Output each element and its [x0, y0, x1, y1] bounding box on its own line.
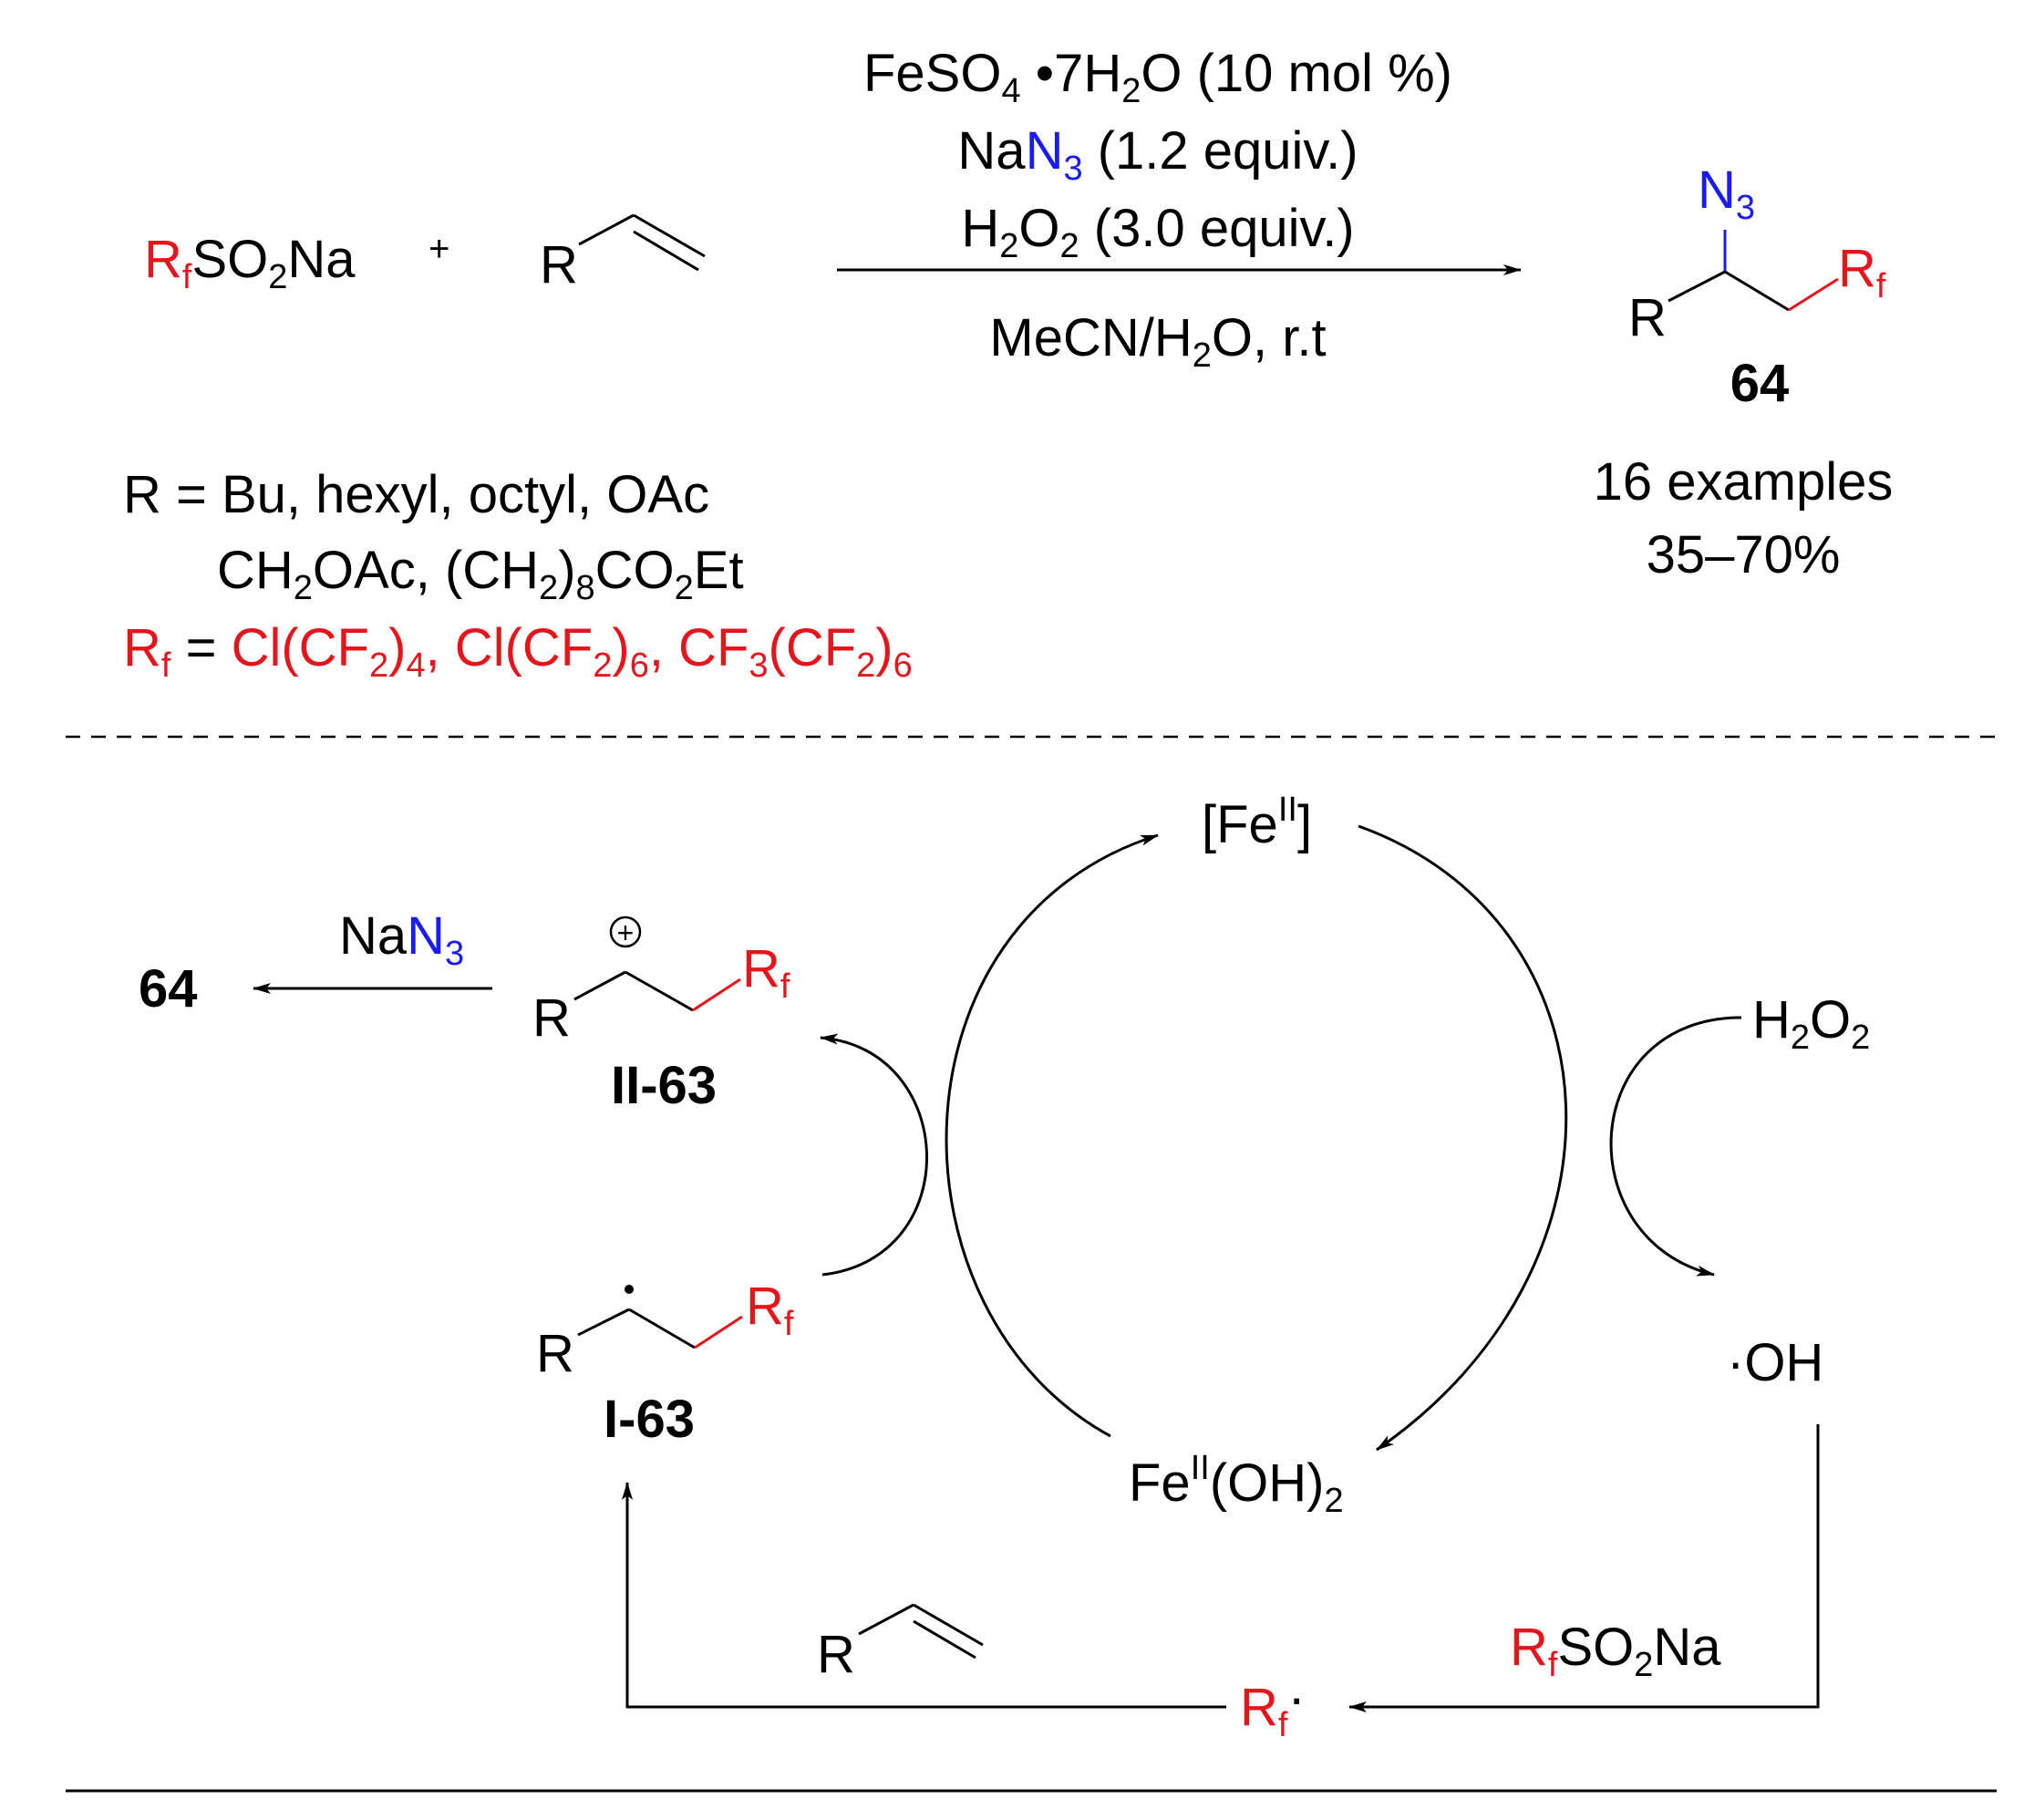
plus-sign: +	[429, 229, 449, 269]
examples-count: 16 examples	[1594, 452, 1894, 512]
cation-charge-circle	[609, 915, 642, 948]
top-reaction: RfSO2Na + R FeSO4 •7H2O (10 mol %) NaN3 …	[123, 44, 1893, 685]
hydroxyl-radical: ·OH	[1727, 1333, 1823, 1392]
rf-to-i63-arrow	[622, 1482, 1226, 1709]
svg-text:Rf: Rf	[1838, 239, 1886, 305]
intermediate-ii-label: II-63	[611, 1056, 717, 1115]
final-product-64: 64	[139, 959, 198, 1019]
solvent-line: MeCN/H2O, r.t	[989, 308, 1326, 375]
svg-text:N3: N3	[1698, 160, 1755, 227]
catalyst-line: FeSO4 •7H2O (10 mol %)	[863, 44, 1452, 110]
mechanism: [FeII] FeII(OH)2 H2O2 ·OH RfSO2Na Rf· R	[139, 791, 1870, 1744]
reaction-conditions: FeSO4 •7H2O (10 mol %) NaN3 (1.2 equiv.)…	[837, 44, 1522, 375]
product-64-structure: N3 R Rf 64	[1628, 160, 1886, 413]
fe-ii-species: [FeII]	[1202, 791, 1312, 854]
svg-text:R: R	[536, 1324, 574, 1383]
oxidant-line: H2O2 (3.0 equiv.)	[961, 199, 1354, 265]
svg-text:CH2OAc, (CH2)8CO2Et: CH2OAc, (CH2)8CO2Et	[217, 541, 744, 607]
oxidation-curved-arrow	[820, 1033, 928, 1277]
substrate-scope: R = Bu, hexyl, octyl, OAc CH2OAc, (CH2)8…	[123, 465, 913, 685]
svg-text:R: R	[817, 1625, 855, 1684]
product-label: 64	[1730, 354, 1790, 413]
rfso2na-mech: RfSO2Na	[1510, 1618, 1721, 1684]
fe-ii-hydroxide-species: FeII(OH)2	[1129, 1449, 1344, 1520]
alkene-structure: R	[540, 213, 706, 295]
intermediate-i-label: I-63	[604, 1390, 695, 1449]
svg-text:R: R	[540, 235, 578, 295]
oh-to-rf-arrow	[1348, 1424, 1820, 1712]
svg-text:Rf = Cl(CF2)4, Cl(CF2)6, CF3(C: Rf = Cl(CF2)4, Cl(CF2)6, CF3(CF2)6	[123, 618, 913, 685]
yield-range: 35–70%	[1647, 525, 1841, 584]
rf-radical: Rf·	[1240, 1669, 1306, 1744]
svg-text:R = Bu, hexyl, octyl, OAc: R = Bu, hexyl, octyl, OAc	[123, 465, 709, 524]
cycle-arc-oxidation	[1358, 824, 1568, 1452]
azide-line: NaN3 (1.2 equiv.)	[957, 121, 1358, 188]
cycle-arc-regeneration	[945, 833, 1159, 1438]
svg-text:+: +	[617, 916, 635, 949]
svg-text:R: R	[1628, 288, 1667, 347]
h2o2-curved-arrow	[1609, 1016, 1742, 1277]
svg-text:Rf: Rf	[742, 939, 790, 1006]
svg-text:Rf: Rf	[746, 1277, 794, 1343]
h2o2-reagent: H2O2	[1752, 990, 1870, 1057]
alkene-mech: R	[817, 1603, 984, 1684]
radical-dot	[625, 1285, 634, 1294]
svg-text:R: R	[532, 988, 571, 1048]
reagent-rfso2na: RfSO2Na	[144, 230, 356, 296]
nan3-mech: NaN3	[339, 906, 464, 973]
intermediate-i-63: R Rf I-63	[536, 1277, 794, 1449]
intermediate-ii-63: + R Rf II-63	[532, 915, 790, 1115]
